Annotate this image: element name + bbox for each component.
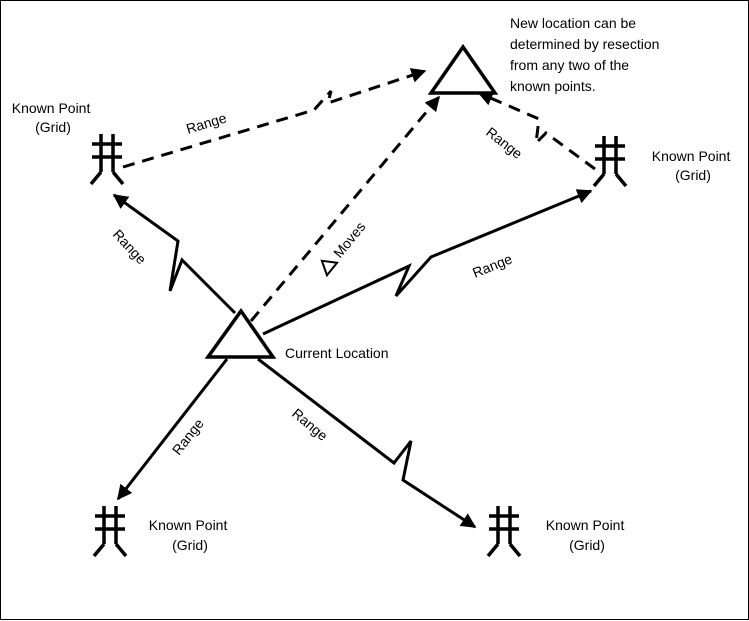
range-label-top-left: Range: [184, 109, 228, 136]
known-point-label-bottom-right: Known Point (Grid): [546, 517, 629, 553]
known-point-label-top-left: Known Point (Grid): [12, 100, 95, 135]
moves-label: Moves: [330, 219, 368, 261]
known-point-icon: [592, 136, 628, 188]
note-line-2: determined by resection: [510, 36, 659, 52]
range-label-bottom-left: Range: [169, 415, 207, 458]
moves-line-dashed: [249, 95, 441, 322]
range-line-top-left: [112, 193, 237, 315]
range-line-dashed-right: [477, 91, 596, 171]
known-point-icon: [92, 506, 128, 558]
moves-triangle-icon: [320, 259, 339, 278]
range-label-left: Range: [110, 226, 150, 267]
range-line-bottom-left: [116, 358, 229, 501]
known-point-icon: [486, 506, 522, 558]
moves-label-group: Moves: [320, 219, 368, 278]
range-label-right: Range: [470, 250, 514, 280]
range-line-right: [262, 189, 593, 336]
range-line-bottom-right: [257, 357, 477, 529]
current-location-label: Current Location: [285, 345, 389, 361]
note-line-1: New location can be: [510, 15, 636, 31]
note-line-4: known points.: [510, 78, 596, 94]
known-point-label-bottom-left: Known Point (Grid): [149, 517, 232, 553]
new-location-triangle-icon: [427, 43, 499, 95]
known-point-icon: [89, 134, 125, 186]
note-text: New location can be determined by resect…: [510, 15, 663, 94]
note-line-3: from any two of the: [510, 57, 629, 73]
current-location-triangle-icon: [204, 307, 277, 359]
known-point-label-right: Known Point (Grid): [652, 148, 735, 183]
range-label-right-dashed: Range: [483, 124, 526, 162]
range-line-dashed-top-left: [122, 68, 427, 169]
